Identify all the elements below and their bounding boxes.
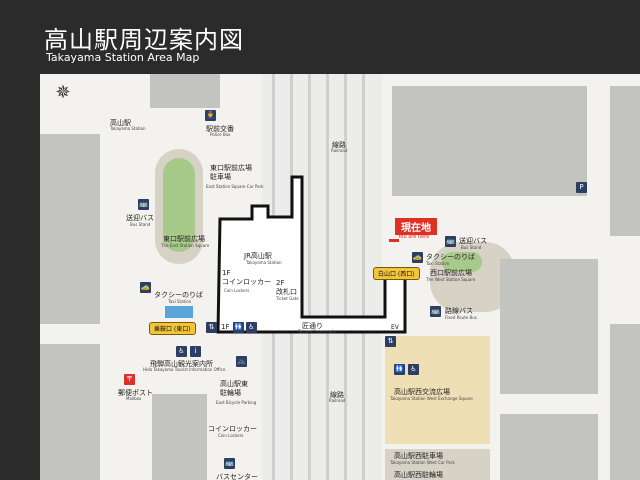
label-promenade: 匠通り <box>302 322 323 330</box>
label-floor1-tag: 1F <box>221 323 230 331</box>
route-bus-icon: 🚌 <box>430 306 441 317</box>
label-taxi: タクシーのりば <box>154 291 203 299</box>
label-coin-locker-outside: コインロッカー <box>208 425 257 433</box>
label-tourist-info-en: Hida Takayama Tourist Information Office <box>143 367 226 372</box>
label-east-parking: 東口駅前広場 駐車場 <box>210 164 252 181</box>
mailbox-icon: 〒 <box>124 374 135 385</box>
label-takayama-eki: 高山駅 <box>110 119 131 127</box>
map-title: 高山駅周辺案内図 <box>44 26 244 54</box>
elevator-icon: ⇅ <box>206 322 217 333</box>
label-police-en: Police Box <box>210 132 231 137</box>
taxi-icon: 🚕 <box>140 282 151 293</box>
west-restroom-icon: 🚻 <box>394 364 405 375</box>
restroom-icon: 🚻 <box>233 322 244 333</box>
label-railroad-2-en: Railroad <box>329 398 346 403</box>
city-block <box>152 394 207 480</box>
rail-line <box>326 74 329 480</box>
label-floor2-en: Ticket Gate <box>276 296 299 301</box>
label-west-exchange: 高山駅西交流広場 <box>394 388 450 396</box>
label-railroad-en: Railroad <box>331 148 348 153</box>
city-block <box>500 414 598 480</box>
accessible-restroom-icon: ♿ <box>246 322 257 333</box>
info-icon: i <box>190 346 201 357</box>
west-bus-icon: 🚌 <box>445 236 456 247</box>
label-west-taxi-en: Taxi Station <box>426 261 450 266</box>
west-car-park <box>385 449 490 480</box>
station-outline <box>216 175 407 334</box>
label-bicycle-en: East Bicycle Parking <box>216 400 257 405</box>
label-tourist-info: 飛騨高山観光案内所 <box>150 360 213 368</box>
label-bus-stand-en: Bus Stand <box>130 222 151 227</box>
label-floor1-en: Coin Lockers <box>224 288 250 293</box>
city-block <box>610 86 640 236</box>
label-mailbox-en: Mailbox <box>126 396 142 401</box>
label-west-taxi: タクシーのりば <box>426 253 475 261</box>
east-square-green <box>163 158 195 252</box>
label-coin-locker-outside-en: Coin Lockers <box>218 433 244 438</box>
east-exit-badge: 乗鞍口 (東口) <box>149 322 196 335</box>
you-are-here-en: You are here <box>398 234 430 240</box>
map-subtitle: Takayama Station Area Map <box>46 51 200 64</box>
west-exchange-square <box>385 336 490 444</box>
bus-center-icon: 🚌 <box>224 458 235 469</box>
label-west-parking-en: Takayama Station West Car Park <box>390 460 455 465</box>
label-ev-west: EV <box>391 324 399 331</box>
label-police: 駅前交番 <box>206 125 234 133</box>
label-west-bus-en: Bus Stand <box>461 245 482 250</box>
label-west-square: 西口駅前広場 <box>430 269 472 277</box>
bicycle-icon: 🚲 <box>236 356 247 367</box>
label-west-exchange-en: Takayama Station West Exchange Square <box>390 396 473 401</box>
label-railroad-2: 線路 <box>330 391 344 399</box>
accessible-icon: ♿ <box>176 346 187 357</box>
police-icon: 👮 <box>205 110 216 121</box>
label-bus-center: バスセンター <box>216 473 258 480</box>
west-elevator-icon: ⇅ <box>385 336 396 347</box>
label-west-square-en: The West Station Square <box>426 277 476 282</box>
parking-icon: P <box>576 182 587 193</box>
label-taxi-en: Taxi Station <box>168 299 192 304</box>
city-block <box>40 134 100 324</box>
city-block <box>150 74 220 108</box>
rail-line <box>308 74 311 480</box>
bus-icon: 🚌 <box>138 199 149 210</box>
water-feature <box>165 306 193 318</box>
label-jr-station: JR高山駅 <box>244 252 272 260</box>
map-area: ✵ 高山駅 Takayama Station 👮 駅前交番 Police Box… <box>40 74 640 480</box>
city-block <box>392 86 587 196</box>
compass-icon: ✵ <box>55 82 71 103</box>
label-route-bus-en: Fixed Route Bus <box>445 315 477 320</box>
station-building-shape <box>216 175 407 334</box>
label-floor1: 1F コインロッカー <box>222 269 271 286</box>
city-block <box>610 324 640 480</box>
label-promenade-en: Takumi Promenade <box>298 329 336 334</box>
rail-line <box>344 74 347 480</box>
west-accessible-icon: ♿ <box>408 364 419 375</box>
west-square-green <box>442 252 482 272</box>
label-floor2: 2F 改札口 <box>276 279 297 296</box>
label-mailbox: 郵便ポスト <box>118 389 153 397</box>
label-west-bicycle: 高山駅西駐輪場 <box>394 471 443 479</box>
city-block <box>500 259 598 394</box>
you-are-here-badge: 現在地 <box>395 218 437 235</box>
label-east-square-en: The East Station Square <box>161 243 210 248</box>
label-railroad: 線路 <box>332 141 346 149</box>
label-jr-station-en: Takayama Station <box>246 260 282 265</box>
label-takayama-eki-en: Takayama Station <box>110 126 146 131</box>
label-bus-stand: 送迎バス <box>126 214 154 222</box>
label-bicycle: 高山駅東 駐輪場 <box>220 380 248 397</box>
label-east-parking-en: East Station Square Car Park <box>206 184 264 189</box>
label-east-square: 東口駅前広場 <box>163 235 205 243</box>
you-are-here-marker <box>389 239 399 242</box>
city-block <box>40 344 100 480</box>
west-exit-badge: 白山口 (西口) <box>373 267 420 280</box>
label-west-bus: 送迎バス <box>459 237 487 245</box>
label-route-bus: 路線バス <box>445 307 473 315</box>
west-taxi-icon: 🚕 <box>412 252 423 263</box>
rail-line <box>362 74 365 480</box>
label-west-parking: 高山駅西駐車場 <box>394 452 443 460</box>
